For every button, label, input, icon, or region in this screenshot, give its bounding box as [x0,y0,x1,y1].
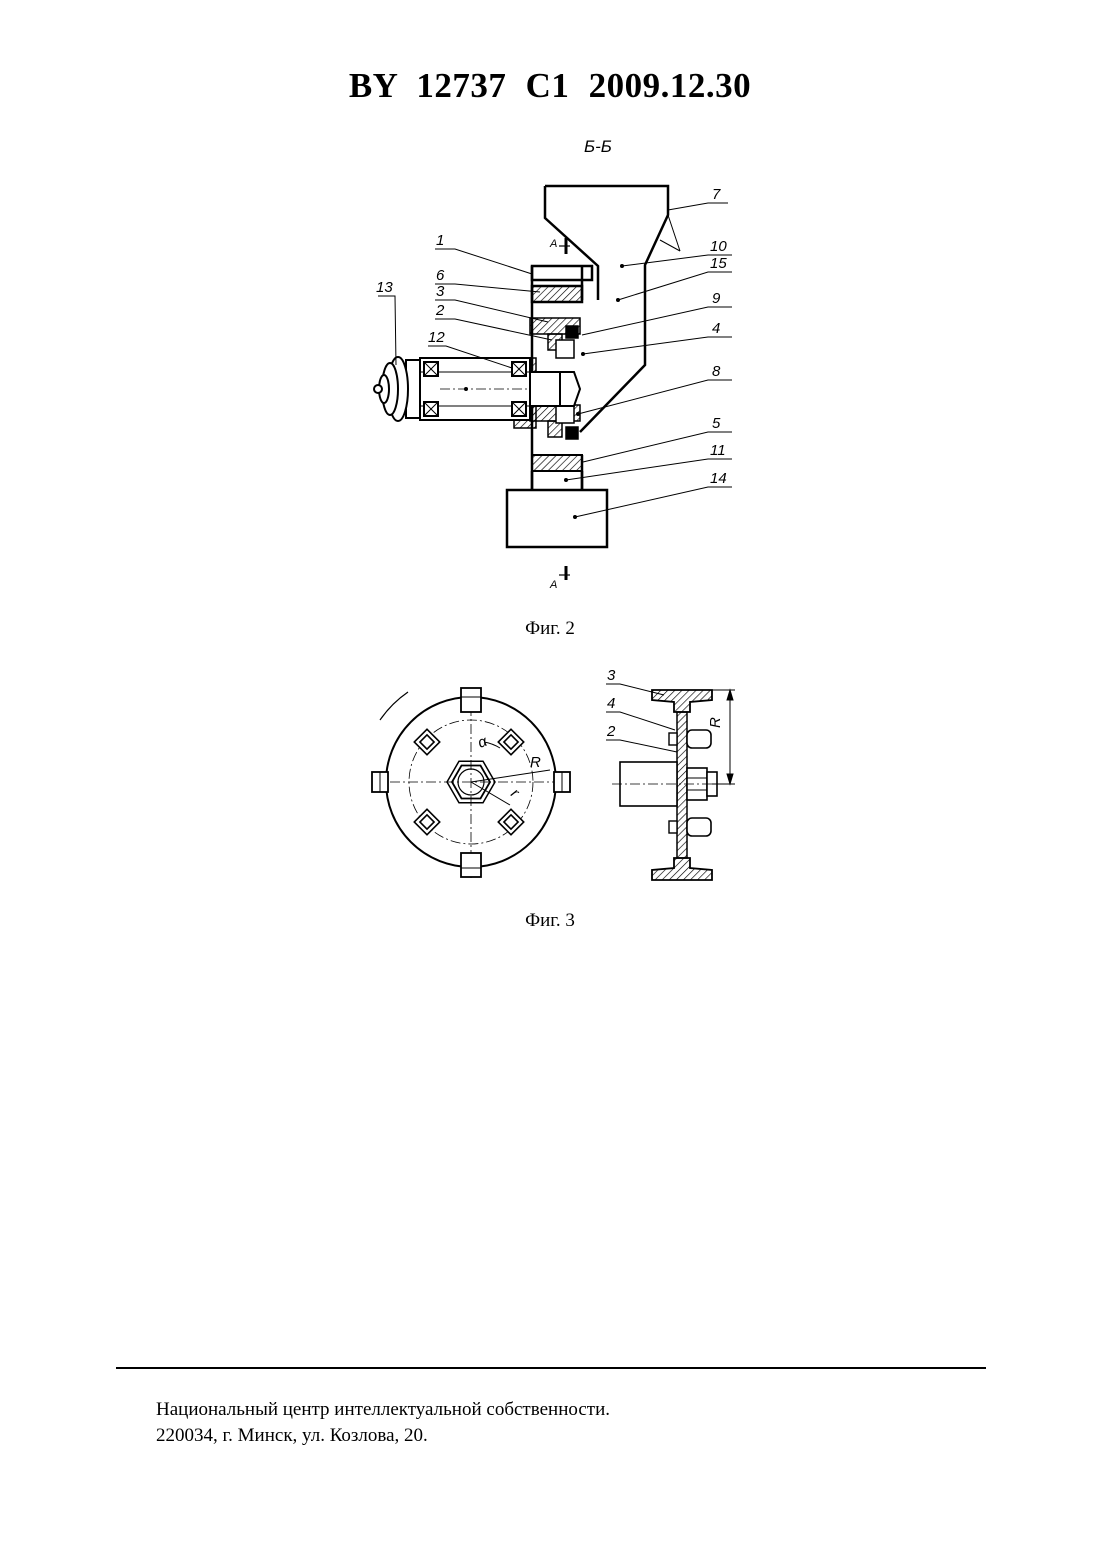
callout-14: 14 [710,470,727,487]
side-label-3: 3 [607,667,616,684]
figure-3-caption: Фиг. 3 [0,910,1100,932]
label-R: R [530,754,541,771]
label-alpha: α [476,733,490,752]
footer-line-1: Национальный центр интеллектуальной собс… [156,1397,610,1423]
callout-7: 7 [712,186,721,203]
side-label-R: R [707,717,724,728]
footer: Национальный центр интеллектуальной собс… [156,1397,610,1449]
pulley-13 [374,357,420,421]
section-mark-a-bottom-text: А [549,579,557,591]
label-r: r [507,785,523,802]
section-mark-a-top: А [549,238,570,254]
section-label: Б-Б [584,137,612,156]
callout-4: 4 [712,320,720,337]
callout-2: 2 [435,302,445,319]
section-mark-a-bottom: А [549,566,570,591]
callout-13: 13 [376,279,393,296]
callout-15: 15 [710,255,727,272]
figure-3-side-view [606,684,735,880]
side-label-2: 2 [606,723,616,740]
lower-ring-5 [532,455,582,471]
footer-divider [116,1367,986,1369]
callout-3: 3 [436,283,445,300]
callout-1: 1 [436,232,444,249]
callout-9: 9 [712,290,721,307]
receiver-14 [507,471,607,547]
callout-5: 5 [712,415,721,432]
figure-3-side-labels: 3 4 2 R [606,667,724,740]
section-mark-a-top-text: А [549,238,557,250]
callout-11: 11 [710,442,726,459]
callout-10: 10 [710,238,727,255]
callout-8: 8 [712,363,721,380]
side-label-4: 4 [607,695,615,712]
figure-3-front-view [372,688,570,878]
callout-12: 12 [428,329,445,346]
figure-2-caption: Фиг. 2 [0,618,1100,640]
callout-6: 6 [436,267,445,284]
footer-line-2: 220034, г. Минск, ул. Козлова, 20. [156,1423,610,1449]
